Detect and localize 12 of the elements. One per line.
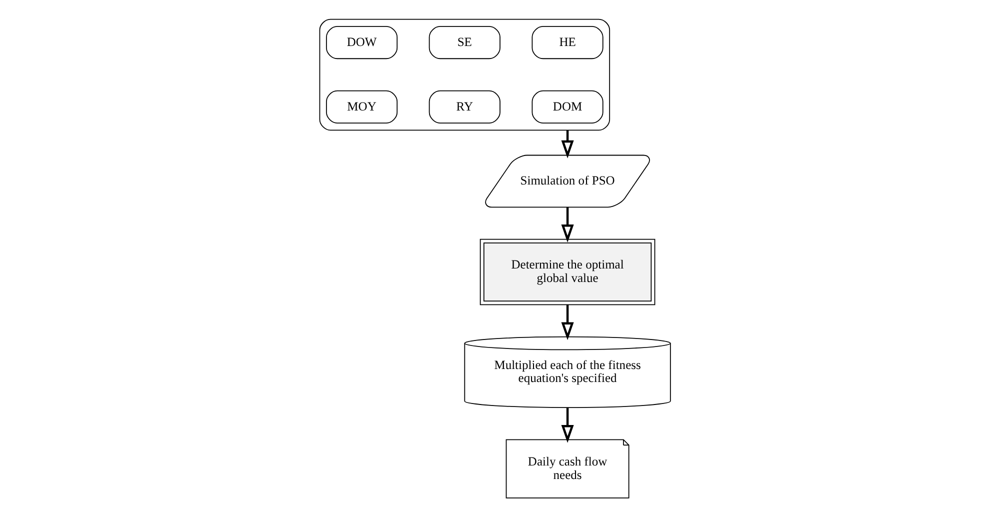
arrow <box>560 130 574 158</box>
node-box: HE <box>531 26 603 60</box>
node-box: RY <box>428 90 500 124</box>
node-box: SE <box>428 26 500 60</box>
node-box: DOW <box>326 26 398 60</box>
node-box: MOY <box>326 90 398 124</box>
arrow <box>560 408 574 443</box>
node-box: Determine the optimal global value <box>479 238 655 306</box>
node-box: DOM <box>531 90 603 124</box>
cluster <box>318 18 610 131</box>
arrow <box>560 207 574 242</box>
arrow <box>560 304 574 340</box>
